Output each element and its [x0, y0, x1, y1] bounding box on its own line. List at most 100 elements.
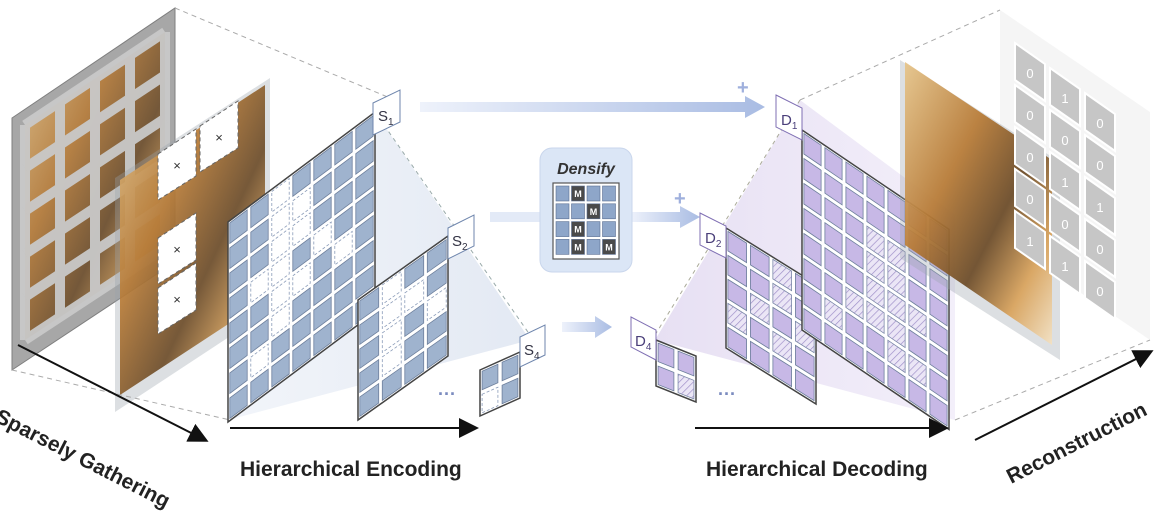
densify-cell: [555, 185, 570, 202]
masked-cell: [292, 262, 311, 298]
arrow-right-icon: [420, 96, 765, 118]
feature-cell: [887, 214, 906, 249]
masked-cell: [271, 252, 290, 288]
masked-cell: [271, 177, 290, 213]
feature-cell-tint: [866, 301, 885, 334]
encoder-map-s2: [357, 234, 449, 422]
feature-cell: [824, 221, 843, 256]
feature-cell: [866, 200, 885, 235]
densify-cell: [555, 239, 570, 255]
feature-cell: [229, 309, 248, 345]
feature-cell: [824, 271, 843, 306]
masked-cell: [381, 270, 402, 306]
feature-cell: [355, 139, 374, 175]
masked-cell: [271, 202, 290, 238]
feature-cell: [727, 254, 747, 288]
mask-grid-cell: [1014, 209, 1046, 271]
masked-cell: [481, 386, 499, 414]
feature-cell: [866, 175, 885, 210]
svg-text:S4: S4: [524, 342, 540, 362]
feature-cell: [359, 382, 380, 418]
mask-grid-cell: [1014, 41, 1046, 103]
feature-cell: [271, 352, 290, 388]
densify-cell: [602, 203, 616, 220]
feature-cell: [229, 209, 248, 245]
feature-cell-tint: [845, 286, 864, 320]
masked-cell: [426, 286, 447, 322]
feature-cell: [292, 312, 311, 348]
feature-cell: [795, 368, 815, 402]
feature-cell: [845, 161, 864, 195]
feature-cell: [404, 326, 425, 362]
feature-cell: [355, 214, 374, 250]
masked-patch: [157, 262, 197, 335]
feature-cell: [929, 292, 948, 327]
masked-marker: ×: [173, 158, 181, 173]
feature-cell: [727, 230, 747, 264]
densify-cell: [602, 221, 616, 237]
feature-cell: [359, 286, 380, 322]
decoder-map-d2: [725, 226, 817, 406]
feature-cell: [334, 155, 353, 191]
feature-cell: [772, 306, 792, 340]
feature-cell: [355, 114, 374, 150]
label-s2: S2: [447, 214, 475, 260]
feature-cell: [359, 358, 380, 394]
feature-cell: [334, 255, 353, 291]
feature-cell: [250, 218, 269, 254]
feature-cell: [334, 280, 353, 316]
feature-cell: [929, 342, 948, 377]
feature-cell-tint: [866, 251, 885, 284]
feature-cell: [929, 317, 948, 352]
feature-cell: [824, 171, 843, 206]
feature-cell: [404, 254, 425, 290]
feature-cell: [908, 378, 927, 413]
encoder-ellipsis: ...: [438, 379, 456, 399]
mask-token-cell: [571, 239, 585, 255]
feature-cell: [229, 334, 248, 370]
label-d4: D4: [630, 316, 657, 361]
svg-text:D4: D4: [635, 333, 652, 353]
feature-cell: [929, 367, 948, 402]
masked-patch: [157, 128, 197, 201]
gathered-image-stack: ××××: [11, 7, 391, 421]
mask-token-cell: [571, 221, 585, 237]
feature-cell-tint: [887, 240, 906, 273]
svg-text:S1: S1: [378, 108, 394, 128]
feature-cell: [334, 305, 353, 341]
mask-bit: 0: [1026, 192, 1033, 207]
feature-cell: [750, 292, 770, 326]
feature-cell: [803, 157, 822, 192]
sparse-masked-modeling-diagram: ×××× S1 S2 S4 ... + + Densify: [11, 7, 1154, 442]
masked-cell: [250, 343, 269, 379]
feature-cell: [908, 328, 927, 363]
feature-cell: [727, 302, 747, 336]
feature-cell: [887, 289, 906, 324]
mask-bit: 1: [1061, 259, 1068, 274]
mask-token-label: M: [590, 207, 598, 217]
feature-cell-tint: [795, 321, 815, 353]
feature-cell: [803, 282, 822, 317]
feature-cell: [845, 211, 864, 245]
feature-cell: [229, 234, 248, 270]
feature-cell: [772, 354, 792, 388]
feature-cell: [845, 186, 864, 220]
feature-cell: [250, 293, 269, 329]
feature-cell: [908, 253, 927, 288]
feature-cell: [727, 278, 747, 312]
feature-cell: [824, 246, 843, 281]
plus-icon: +: [737, 77, 749, 99]
mask-grid-line: [22, 71, 168, 173]
feature-cell: [313, 271, 332, 307]
feature-cell: [313, 146, 332, 182]
masked-patch: [157, 212, 197, 285]
feature-cell: [772, 282, 792, 316]
feature-cell: [866, 225, 885, 260]
feature-cell: [250, 368, 269, 404]
mask-grid-cell: [1014, 125, 1046, 187]
feature-cell: [355, 239, 374, 275]
feature-cell: [313, 296, 332, 332]
feature-cell: [229, 359, 248, 395]
mask-bit: 1: [1061, 91, 1068, 106]
